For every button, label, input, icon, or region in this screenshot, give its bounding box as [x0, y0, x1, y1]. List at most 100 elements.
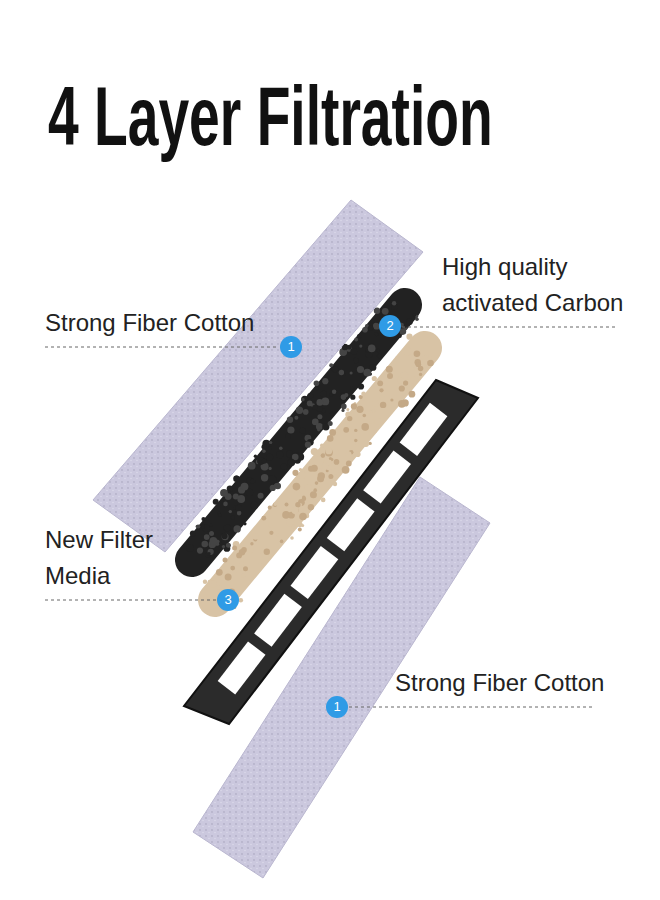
media-grain	[262, 450, 266, 454]
media-grain	[377, 380, 383, 386]
media-grain	[346, 408, 349, 411]
media-grain	[317, 487, 322, 492]
media-grain	[268, 523, 272, 527]
media-grain	[269, 531, 273, 535]
media-grain	[418, 366, 423, 371]
media-grain	[303, 409, 309, 415]
part-label: Strong Fiber Cotton	[45, 305, 345, 341]
media-grain	[372, 376, 377, 381]
media-grain	[321, 498, 326, 503]
media-grain	[235, 505, 242, 512]
media-grain	[269, 441, 272, 444]
media-grain	[380, 402, 386, 408]
media-grain	[201, 517, 205, 521]
media-grain	[403, 348, 411, 356]
media-grain	[413, 313, 416, 316]
leader-line	[402, 327, 616, 328]
media-grain	[294, 520, 300, 526]
media-grain	[329, 393, 333, 397]
media-grain	[370, 364, 377, 371]
media-grain	[341, 404, 347, 410]
media-grain	[207, 552, 210, 555]
media-grain	[219, 542, 222, 545]
media-grain	[210, 537, 218, 545]
media-grain	[230, 566, 235, 571]
media-grain	[223, 502, 228, 507]
media-grain	[197, 548, 203, 554]
media-grain	[302, 495, 305, 498]
media-grain	[400, 328, 407, 335]
media-grain	[233, 570, 236, 573]
media-grain	[372, 409, 375, 412]
media-grain	[350, 348, 357, 355]
media-grain	[234, 525, 241, 532]
media-grain	[269, 467, 272, 470]
media-grain	[299, 468, 302, 471]
media-grain	[205, 552, 211, 558]
media-grain	[332, 390, 336, 394]
media-grain	[252, 533, 258, 539]
media-grain	[355, 443, 359, 447]
media-grain	[350, 372, 353, 375]
callout-circle: 1	[280, 336, 302, 358]
media-grain	[374, 332, 378, 336]
media-grain	[286, 451, 293, 458]
frame-window	[218, 641, 266, 694]
media-grain	[321, 391, 327, 397]
media-grain	[251, 502, 258, 509]
frame-window	[400, 403, 448, 456]
media-grain	[268, 506, 272, 510]
media-grain	[243, 566, 248, 571]
media-grain	[300, 427, 306, 433]
media-grain	[363, 414, 367, 418]
media-grain	[315, 387, 319, 391]
media-grain	[422, 355, 428, 361]
part-label: New Filter Media	[45, 522, 195, 594]
media-grain	[298, 471, 305, 478]
media-grain	[273, 503, 277, 507]
media-grain	[208, 580, 212, 584]
media-grain	[217, 585, 222, 590]
media-grain	[317, 475, 324, 482]
media-grain	[355, 452, 361, 458]
media-grain	[414, 351, 421, 358]
media-grain	[225, 573, 232, 580]
media-grain	[318, 468, 322, 472]
media-grain	[258, 563, 263, 568]
media-grain	[327, 435, 334, 442]
media-grain	[294, 416, 298, 420]
part-label: Strong Fiber Cotton	[395, 665, 655, 701]
media-grain	[279, 446, 283, 450]
media-grain	[298, 527, 302, 531]
media-grain	[321, 453, 326, 458]
media-grain	[354, 338, 358, 342]
media-grain	[342, 466, 350, 474]
media-grain	[237, 495, 245, 503]
media-grain	[363, 441, 369, 447]
leader-line	[45, 600, 216, 601]
media-grain	[357, 366, 364, 373]
media-grain	[395, 356, 398, 359]
media-grain	[377, 354, 382, 359]
leader-line	[45, 347, 279, 348]
media-grain	[280, 540, 284, 544]
media-grain	[310, 491, 317, 498]
media-grain	[415, 317, 419, 321]
media-grain	[417, 376, 421, 380]
leader-line	[349, 707, 592, 708]
media-grain	[377, 349, 381, 353]
media-grain	[218, 513, 221, 516]
media-grain	[386, 366, 393, 373]
media-grain	[281, 464, 288, 471]
media-grain	[196, 525, 200, 529]
media-grain	[213, 499, 219, 505]
media-grain	[339, 370, 344, 375]
media-grain	[268, 446, 272, 450]
media-grain	[361, 423, 369, 431]
media-grain	[262, 444, 267, 449]
media-grain	[186, 545, 194, 553]
media-grain	[287, 417, 293, 423]
media-grain	[392, 301, 396, 305]
callout-circle: 1	[326, 696, 348, 718]
media-grain	[341, 409, 344, 412]
